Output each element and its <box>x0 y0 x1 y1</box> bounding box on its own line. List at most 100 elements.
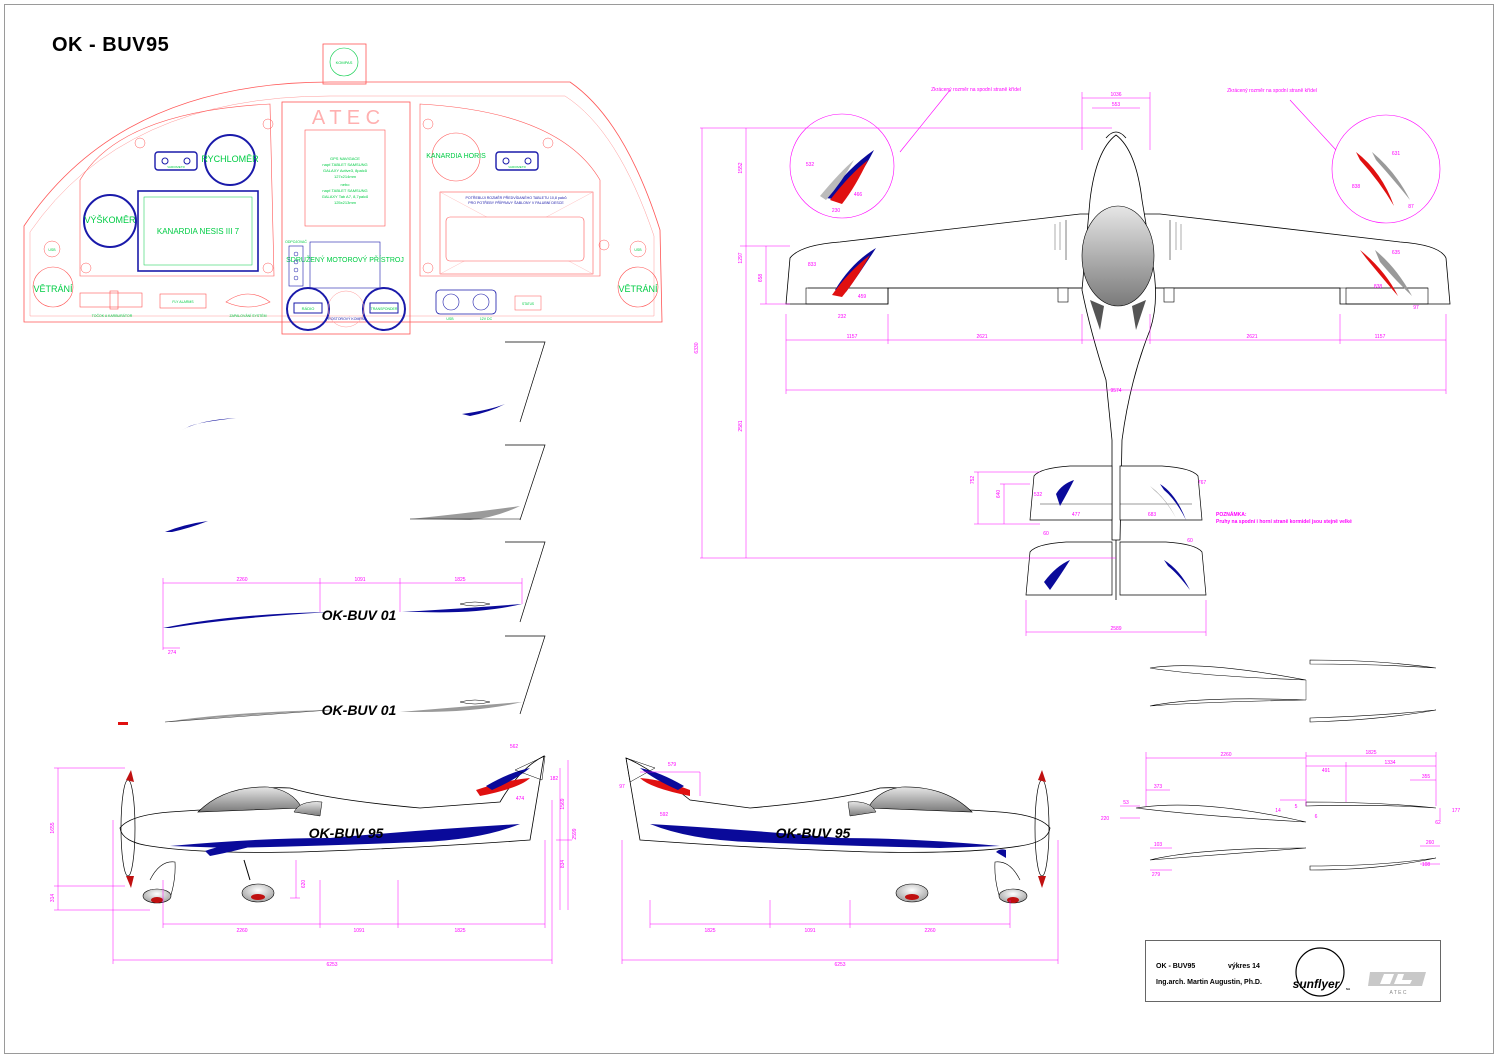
usb-right-label: USB <box>634 248 642 252</box>
gps-tablet-slot <box>304 129 386 227</box>
dim-label: 2581 <box>738 420 744 431</box>
tail-bottom <box>1025 541 1207 596</box>
title-block-drawing: výkres 14 <box>1228 963 1260 970</box>
screw-holes <box>80 118 610 274</box>
dim-label: 592 <box>660 812 669 818</box>
dim-label: 373 <box>1154 784 1163 790</box>
dim-label: 6330 <box>694 342 700 353</box>
stripe-shape <box>165 521 208 532</box>
dim-label: 1091 <box>804 928 815 934</box>
dim-label: 177 <box>1452 808 1461 814</box>
vent-right <box>617 266 659 308</box>
dim-label: 232 <box>838 314 847 320</box>
dim-label: 6253 <box>326 962 337 968</box>
airspeed-label: RYCHLOMĚR <box>201 154 259 164</box>
canopy-right <box>867 786 973 813</box>
wing-logo-right <box>1163 287 1175 303</box>
dim-label: 1297 <box>738 252 744 263</box>
dim-label: 1334 <box>1384 760 1395 766</box>
dim-label: 2621 <box>976 334 987 340</box>
dim-label: 103 <box>1154 842 1163 848</box>
dim-label: 14 <box>1275 808 1281 814</box>
dim-label: 491 <box>1322 768 1331 774</box>
panel-inner-outline <box>29 95 655 317</box>
throttle-label: TOČOK A KARBURÁTOR <box>92 313 133 318</box>
tablet-frame <box>439 191 594 275</box>
dim-label: 838 <box>1352 184 1361 190</box>
svg-text:SA: SA <box>1346 987 1351 991</box>
usb-right <box>629 240 647 258</box>
dim-label: 6253 <box>834 962 845 968</box>
wing-logo-left <box>1057 287 1069 303</box>
switch-icon <box>293 251 299 257</box>
tail-note-head: POZNÁMKA: <box>1216 511 1247 518</box>
dim-label: 620 <box>301 880 307 889</box>
dim-label: 1091 <box>354 577 365 583</box>
knob-icon <box>183 157 191 165</box>
switch-icon <box>293 275 299 281</box>
nesis-label: KANARDIA NESIS III 7 <box>157 227 240 236</box>
usb-block-label: USB <box>446 317 454 321</box>
radio-window <box>293 302 323 314</box>
svg-text:sunflyer: sunflyer <box>1293 977 1341 991</box>
dim-label: 767 <box>1198 480 1207 486</box>
usb-block <box>435 289 497 315</box>
compass-housing <box>322 43 367 85</box>
gps-line: nebo <box>341 182 351 187</box>
gps-line: 125x213mm <box>334 200 357 205</box>
dim-label: 562 <box>510 744 519 750</box>
stripe-shape <box>400 702 522 712</box>
wing-registration: OK-BUV 01 <box>322 607 397 623</box>
sunflyer-logo: sunflyer SA <box>1293 947 1351 997</box>
socket-icon <box>472 293 490 311</box>
dim-label: 2260 <box>1220 752 1231 758</box>
dim-label: 2260 <box>924 928 935 934</box>
nesis-display <box>137 190 259 272</box>
key-switch <box>225 293 271 308</box>
atec-brand: A T E C <box>312 107 380 129</box>
wing-note-right: Zkrácený rozměr na spodní straně křídel <box>1227 88 1317 94</box>
title-block: OK - BUV95 výkres 14 Ing.arch. Martin Au… <box>1145 940 1441 1002</box>
dim-label: 260 <box>1426 840 1435 846</box>
gps-line: GALAXY Active3, 8palců <box>323 168 367 173</box>
small-instrument-left-label: VARIOMETR <box>167 165 185 169</box>
dim-label: 579 <box>668 762 677 768</box>
sheet-frame <box>4 4 1494 1054</box>
vent-left <box>32 266 74 308</box>
horizon-label: KANARDIA HORIS <box>426 153 486 160</box>
dim-label: 459 <box>858 294 867 300</box>
dim-label: 108 <box>1422 862 1431 868</box>
dim-label: 5 <box>1295 804 1298 810</box>
transponder-label: TRANSPONDER <box>371 307 398 311</box>
switch-icon <box>293 259 299 265</box>
wing-registration-2: OK-BUV 01 <box>322 702 397 718</box>
switch-stack-label: ODPOJOVAČ <box>285 239 307 244</box>
gps-line: 127x214mm <box>334 174 357 179</box>
dim-label: 683 <box>1148 512 1157 518</box>
knob-icon <box>524 157 532 165</box>
airspeed-indicator <box>204 134 256 186</box>
dim-label: 553 <box>1112 102 1121 108</box>
small-instrument-left <box>154 151 198 171</box>
stripe-shape <box>462 404 505 416</box>
horizontal-tail <box>1029 465 1203 521</box>
dim-label: 532 <box>806 162 815 168</box>
dim-label: 97 <box>619 784 625 790</box>
dim-label: 87 <box>1408 204 1414 210</box>
dim-label: 1552 <box>738 162 744 173</box>
engine-instrument <box>309 241 381 289</box>
dim-label: 62 <box>1435 820 1441 826</box>
drawing-title: OK - BUV95 <box>52 34 170 56</box>
throttle-slider <box>79 292 143 308</box>
transponder-window <box>369 302 399 314</box>
dim-label: 9574 <box>1110 388 1121 394</box>
switch-icon <box>293 267 299 273</box>
dim-label: 2589 <box>1110 626 1121 632</box>
alarm-box <box>159 293 207 309</box>
intake-left <box>1090 300 1104 330</box>
dim-label: 279 <box>1152 872 1161 878</box>
engine-instrument-label: SDRUŽENÝ MOTOROVÝ PŘÍSTROJ <box>286 255 404 264</box>
socket-icon <box>442 293 460 311</box>
svg-text:A T E C: A T E C <box>1389 990 1406 996</box>
